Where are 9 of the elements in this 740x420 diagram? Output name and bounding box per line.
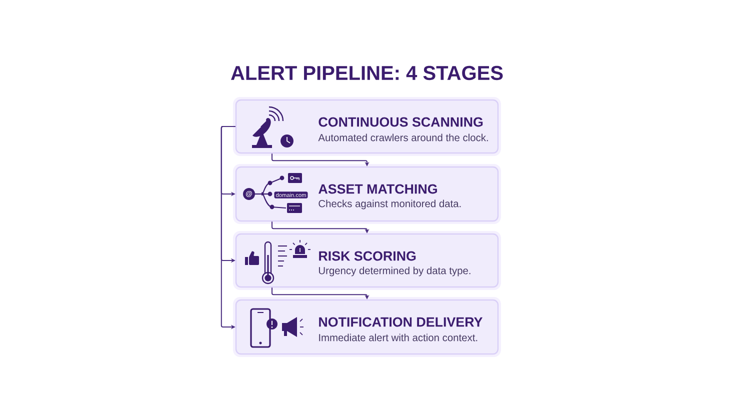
stage-title: CONTINUOUS SCANNING xyxy=(318,117,483,127)
stage-title: NOTIFICATION DELIVERY xyxy=(319,317,483,327)
stage-description: Checks against monitored data. xyxy=(318,200,461,210)
stage-description: Immediate alert with action context. xyxy=(319,334,478,342)
stage-title: ASSET MATCHING xyxy=(318,184,437,194)
stage-description: Automated crawlers around the clock. xyxy=(318,134,488,142)
stage-title: RISK SCORING xyxy=(319,251,416,261)
title: ALERT PIPELINE: 4 STAGES xyxy=(231,66,503,80)
stage-description: Urgency determined by data type. xyxy=(318,266,470,276)
